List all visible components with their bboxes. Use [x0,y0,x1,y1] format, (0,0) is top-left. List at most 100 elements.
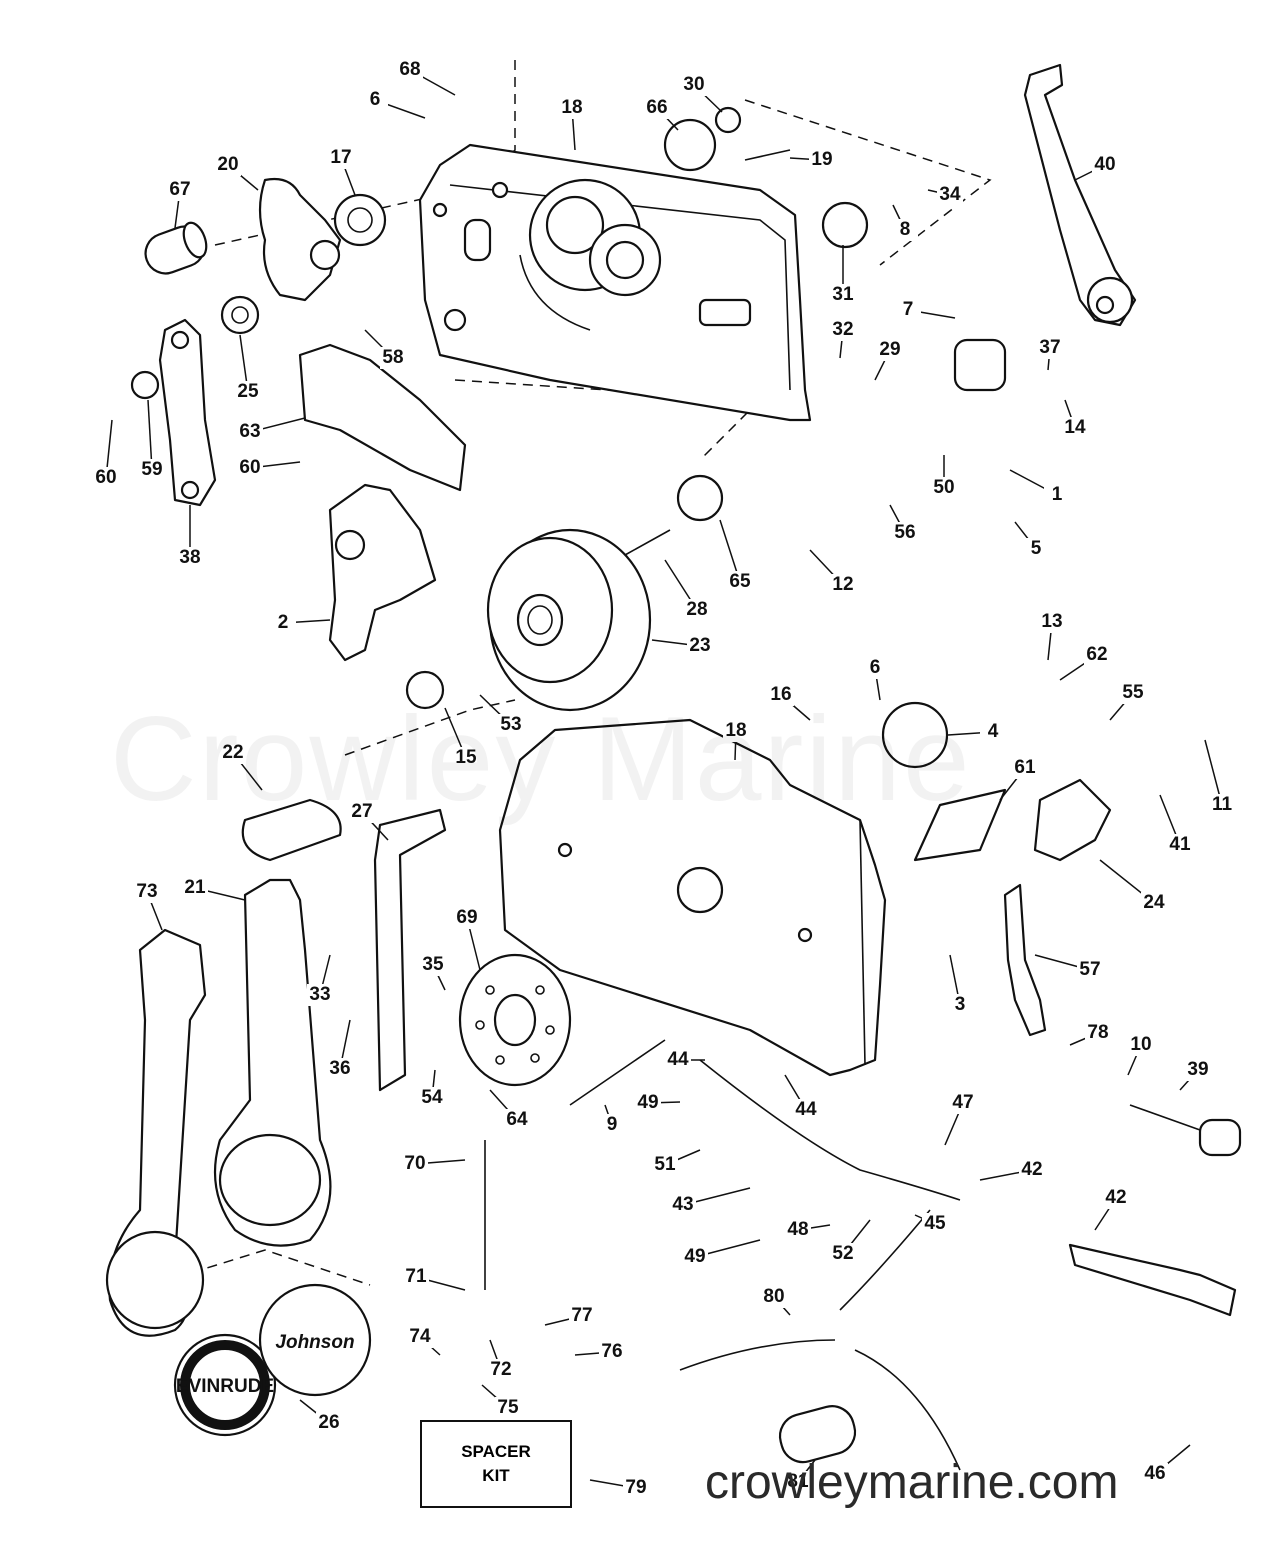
label-backdrop [862,657,888,679]
part-number-label: 69 [456,907,477,928]
part-number-label: 72 [490,1359,511,1380]
part-number-label: 4 [988,721,999,742]
evinrude-sticker: EVINRUDE [173,1333,277,1437]
label-backdrop [723,720,749,742]
label-backdrop [1077,959,1103,981]
label-backdrop [727,571,753,593]
label-backdrop [569,1305,595,1327]
part-number-label: 53 [500,714,521,735]
label-backdrop [947,994,973,1016]
part-number-label: 36 [329,1058,350,1079]
part-number-label: 11 [1212,794,1233,815]
part-number-label: 18 [725,720,746,741]
part-number-label: 40 [1094,154,1115,175]
watermark: Crowley Marine [110,692,972,826]
label-backdrop [420,954,446,976]
part-number-label: 65 [729,571,751,592]
label-backdrop [793,1099,819,1121]
part-number-label: 41 [1169,834,1191,855]
label-backdrop [1209,794,1235,816]
control-gear-assembly [486,528,652,712]
label-backdrop [93,467,119,489]
johnson-sticker: Johnson [258,1283,372,1397]
spacer-kit-line2: KIT [482,1466,510,1485]
part-number-label: 23 [689,635,710,656]
part-number-label: 6 [370,89,381,110]
label-backdrop [488,1359,514,1381]
label-backdrop [1103,1187,1129,1209]
part-number-label: 12 [832,574,853,595]
shift-link [158,318,217,507]
switch-4 [881,701,949,769]
site-url: crowleymarine.com [705,1456,1119,1509]
part-number-label: 73 [136,881,157,902]
washer-25 [220,295,260,335]
label-backdrop [785,1219,811,1241]
part-number-label: 75 [497,1397,519,1418]
label-backdrop [559,97,585,119]
label-backdrop [1062,417,1088,439]
part-number-label: 25 [237,381,259,402]
label-backdrop [652,1154,678,1176]
part-number-label: 62 [1086,644,1107,665]
label-backdrop [316,1412,342,1434]
label-backdrop [1142,1463,1168,1485]
part-number-label: 42 [1105,1187,1126,1208]
label-backdrop [665,1049,691,1071]
roller [144,221,208,275]
part-number-label: 78 [1087,1022,1108,1043]
label-backdrop [237,421,263,443]
label-backdrop [327,1058,353,1080]
part-number-label: 45 [924,1213,946,1234]
part-number-label: 17 [330,147,351,168]
part-number-label: 60 [95,467,116,488]
part-number-label: 37 [1039,337,1060,358]
label-backdrop [1141,892,1167,914]
label-backdrop [1085,1022,1111,1044]
part-number-label: 46 [1144,1463,1165,1484]
part-number-label: 10 [1130,1034,1151,1055]
shift-lever-57 [1003,883,1047,1037]
label-backdrop [397,59,423,81]
label-backdrop [599,1341,625,1363]
part-number-label: 1 [1052,484,1063,505]
part-number-label: 28 [686,599,707,620]
bolt-28 [624,529,671,556]
label-backdrop [177,547,203,569]
part-number-label: 9 [607,1114,618,1135]
part-number-label: 26 [318,1412,339,1433]
ignition-switch-37 [953,338,1007,392]
label-backdrop [681,74,707,96]
label-backdrop [768,684,794,706]
label-backdrop [1019,1159,1045,1181]
part-number-label: 60 [239,457,260,478]
label-backdrop [1128,1034,1154,1056]
label-backdrop [980,721,1006,743]
assembly-dashline-left [214,194,441,246]
spacer-kit-line1: SPACER [461,1442,531,1461]
label-backdrop [1039,611,1065,633]
part-number-label: 16 [770,684,791,705]
label-backdrop [644,97,670,119]
decal-plate [298,343,467,492]
label-backdrop [362,89,388,111]
label-backdrop [1012,757,1038,779]
label-backdrop [1084,644,1110,666]
part-number-label: 38 [179,547,200,568]
label-backdrop [830,284,856,306]
bolt-9 [569,1039,666,1106]
label-backdrop [761,1286,787,1308]
label-backdrop [931,477,957,499]
assembly-dashline-mid [454,379,762,461]
part-number-label: 44 [667,1049,689,1070]
control-housing-front-cover [498,718,887,1077]
washer-59 [130,370,160,400]
label-backdrop [402,1153,428,1175]
bolt-19 [744,149,791,161]
part-number-label: 63 [239,421,260,442]
part-number-label: 14 [1064,417,1086,438]
part-number-label: 44 [795,1099,817,1120]
part-number-label: 27 [351,801,372,822]
label-backdrop [670,1194,696,1216]
